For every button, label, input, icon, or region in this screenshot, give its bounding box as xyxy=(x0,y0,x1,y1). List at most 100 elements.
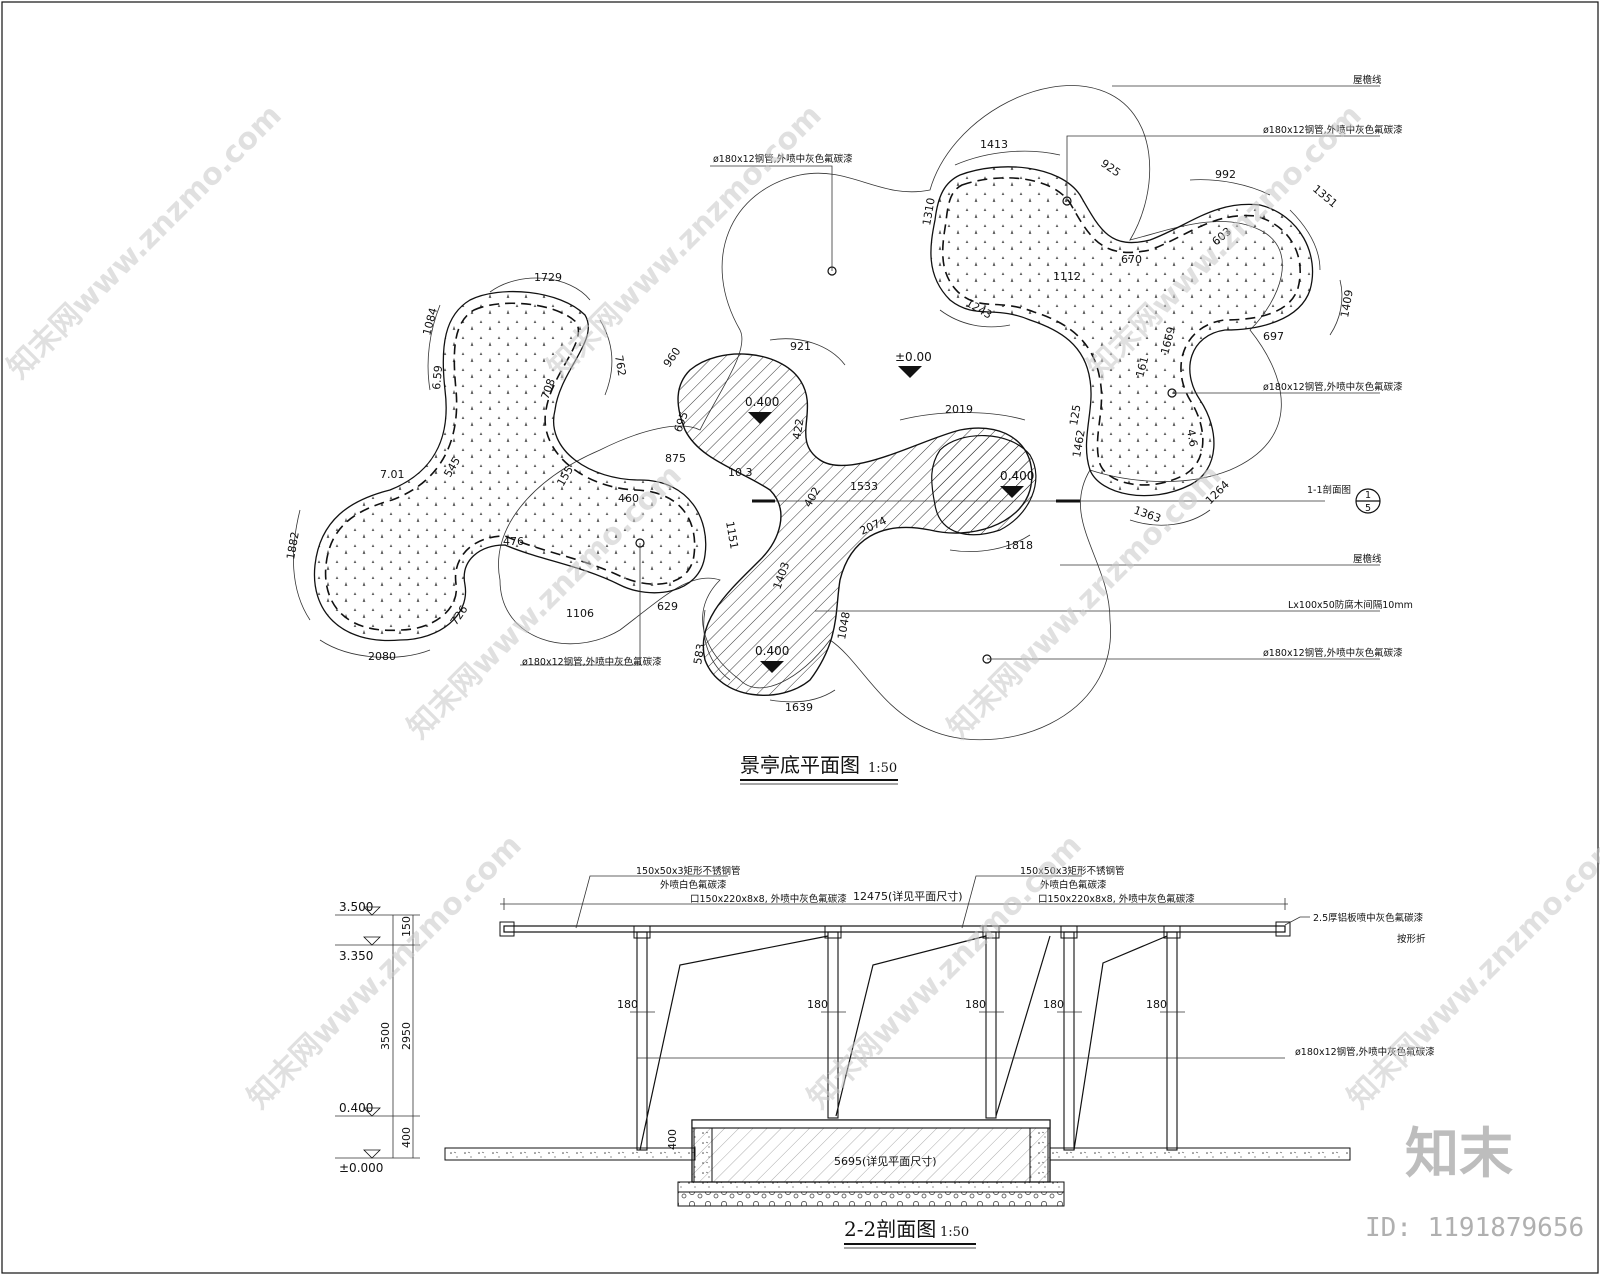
dim-text: 583 xyxy=(691,643,707,666)
plan-view: ±0.00 0.400 0.400 0.400 屋檐线 ø180x12钢管,外喷… xyxy=(284,74,1413,785)
level-3500: 3.500 xyxy=(339,900,373,914)
dim-text: 10.3 xyxy=(728,466,753,479)
planting-bed-left-edge xyxy=(324,302,696,632)
arc-dim-line xyxy=(1129,509,1211,526)
plan-title: 景亭底平面图 xyxy=(740,753,860,777)
overall-dim: 12475(详见平面尺寸) xyxy=(853,889,963,903)
note-pipe-top-center: ø180x12钢管,外喷中灰色氟碳漆 xyxy=(713,153,853,165)
ground-left xyxy=(444,1147,696,1161)
roof-beam xyxy=(503,925,1286,933)
arc-dim-line xyxy=(1329,279,1343,336)
dim-text: 762 xyxy=(612,354,628,377)
deck-hatched-left xyxy=(677,353,1033,696)
vertical-dims: 150 3500 2950 400 xyxy=(379,914,420,1159)
note-pipe-top-right: ø180x12钢管,外喷中灰色氟碳漆 xyxy=(1263,124,1403,136)
arc-dim-line xyxy=(949,534,1031,553)
col-label: 180 xyxy=(807,998,828,1011)
elev-center-marker xyxy=(898,366,922,378)
leader-pipe-bottom-left xyxy=(520,543,641,666)
col-label: 180 xyxy=(1043,998,1064,1011)
roof-edge-left xyxy=(499,921,515,937)
column-cap xyxy=(1163,925,1181,939)
plan-scale: 1:50 xyxy=(868,761,897,776)
watermark-brand: 知末 xyxy=(1405,1122,1513,1185)
note-alu2: 按形折 xyxy=(1397,933,1426,945)
elev-b: 0.400 xyxy=(1000,469,1034,483)
elev-c: 0.400 xyxy=(755,644,789,658)
dim-text: 1106 xyxy=(566,607,594,620)
dim-text: 921 xyxy=(790,340,811,353)
arc-dim-line xyxy=(769,689,836,703)
dim-text: 125 xyxy=(1067,404,1083,427)
arc-dim-line xyxy=(899,412,1026,421)
level-marker xyxy=(363,936,381,946)
bed-dim: 5695(详见平面尺寸) xyxy=(834,1154,937,1168)
dim-text: 460 xyxy=(618,492,639,505)
vdim-2950: 2950 xyxy=(400,1022,413,1050)
arc-dim-line xyxy=(427,304,441,391)
col-label: 180 xyxy=(1146,998,1167,1011)
dim-text: 697 xyxy=(1263,330,1284,343)
note-tube-b1: 150x50x3矩形不锈钢管 xyxy=(1020,865,1125,877)
dim-text: 1351 xyxy=(1310,182,1340,210)
dim-text: 7.01 xyxy=(380,468,405,481)
dim-text: 6.59 xyxy=(430,365,445,391)
level-0000: ±0.000 xyxy=(339,1161,383,1175)
level-marks: 3.500 3.350 0.400 ±0.000 xyxy=(335,900,385,1175)
bed-gravel xyxy=(677,1191,1065,1207)
level-3350: 3.350 xyxy=(339,949,373,963)
watermark-text: 知末网www.znzmo.com xyxy=(541,98,829,386)
column-cap xyxy=(1060,925,1078,939)
arc-dim-line xyxy=(939,309,1011,328)
column xyxy=(1063,931,1075,1151)
elev-center: ±0.00 xyxy=(895,350,932,364)
dim-text: 4.6 xyxy=(1184,428,1200,447)
dim-text: 422 xyxy=(790,418,806,441)
note-tube-b3: 口150x220x8x8, 外喷中灰色氟碳漆 xyxy=(1038,893,1195,905)
vdim-150: 150 xyxy=(400,916,413,937)
planting-bed-right-edge xyxy=(941,177,1301,486)
col-label: 180 xyxy=(965,998,986,1011)
section-num: 1 xyxy=(1365,490,1371,501)
dim-text: 1533 xyxy=(850,480,878,493)
slanted-panels xyxy=(639,935,1168,1151)
dim-text: 1462 xyxy=(1070,429,1088,459)
planting-bed-right xyxy=(930,166,1314,497)
section-view: 3.500 3.350 0.400 ±0.000 150 3500 2950 4… xyxy=(335,865,1435,1249)
dim-text: 629 xyxy=(657,600,678,613)
dim-text: 1413 xyxy=(980,138,1008,151)
arc-dim-line xyxy=(769,338,846,366)
vdim-400: 400 xyxy=(400,1127,413,1148)
column xyxy=(827,931,839,1119)
watermark-text: 知末网www.znzmo.com xyxy=(1,98,289,386)
elev-c-marker xyxy=(760,661,784,673)
panel-line xyxy=(995,935,1051,1117)
note-tube-b2: 外喷白色氟碳漆 xyxy=(1040,879,1107,891)
columns xyxy=(633,925,1181,1151)
column-cap xyxy=(982,925,1000,939)
level-0400: 0.400 xyxy=(339,1101,373,1115)
section-sheet: 5 xyxy=(1365,503,1371,514)
section-title: 2-2剖面图 xyxy=(844,1217,936,1241)
arc-dim-line xyxy=(1289,209,1321,271)
note-tube-a1: 150x50x3矩形不锈钢管 xyxy=(636,865,741,877)
bed-footing xyxy=(677,1181,1065,1193)
column xyxy=(1166,931,1178,1151)
watermark-text: 知末网www.znzmo.com xyxy=(241,828,529,1116)
watermark-text: 知末网www.znzmo.com xyxy=(801,828,1089,1116)
dim-text: 875 xyxy=(665,452,686,465)
raised-bed xyxy=(691,1119,1051,1183)
dim-text: 1112 xyxy=(1053,270,1081,283)
deck-hatched-right xyxy=(931,434,1037,536)
roof-edge-right xyxy=(1275,921,1291,937)
dim-text: 476 xyxy=(503,535,524,548)
bed-cap xyxy=(691,1119,1051,1129)
panel-line xyxy=(835,935,987,1117)
planting-bed-left xyxy=(313,291,707,642)
note-pipe-right: ø180x12钢管,外喷中灰色氟碳漆 xyxy=(1263,381,1403,393)
bed-wall-right xyxy=(1029,1127,1049,1183)
dim-text: 1639 xyxy=(785,701,813,714)
note-eave-top: 屋檐线 xyxy=(1353,74,1382,86)
level-marker xyxy=(363,906,381,916)
